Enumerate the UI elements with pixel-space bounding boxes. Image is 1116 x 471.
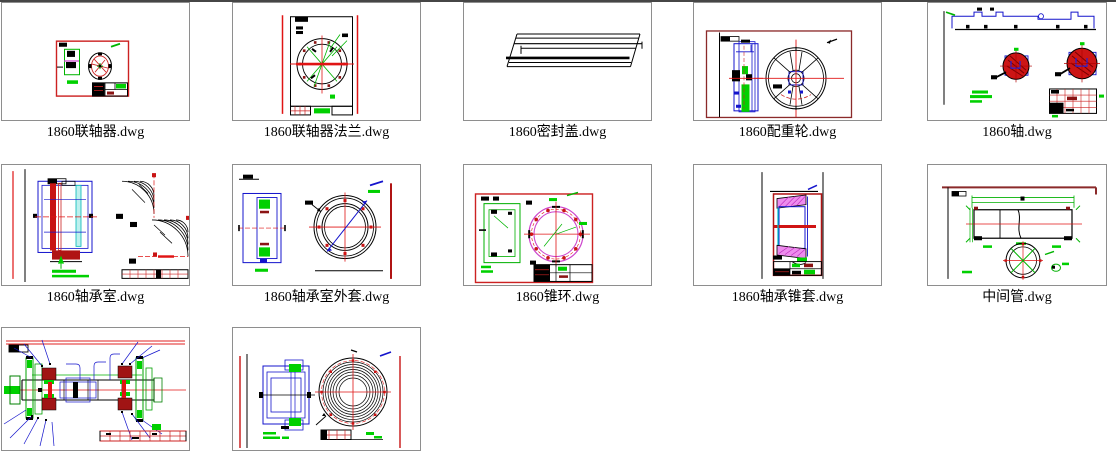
file-cell-taper-ring: 1860锥环.dwg [463,164,652,306]
cad-drawing-coupling [55,40,130,97]
file-name-label[interactable]: 中间管.dwg [982,290,1052,305]
file-cell-bearing-taper-sleeve: 1860轴承锥套.dwg [693,164,882,306]
window-top-edge [0,0,1116,2]
file-thumbnail-intermediate-pipe[interactable] [927,164,1107,286]
file-cell-counterweight-wheel: 1860配重轮.dwg [693,2,882,141]
file-thumbnail-assembly[interactable] [1,327,190,451]
file-thumbnail-counterweight-wheel[interactable] [693,2,882,121]
cad-drawing-bearing-housing [12,169,189,282]
file-name-label[interactable]: 1860轴承室外套.dwg [263,290,390,305]
cad-drawing-coupling-flange [281,15,359,116]
file-name-label[interactable]: 1860配重轮.dwg [738,125,837,140]
file-cell-bearing-housing-outer-sleeve: 1860轴承室外套.dwg [232,164,421,306]
file-thumbnail-seal-cover[interactable] [463,2,652,121]
file-cell-intermediate-pipe: 中间管.dwg [927,164,1107,306]
cad-drawing-assembly [3,339,187,447]
cad-drawing-shaft [943,7,1104,118]
file-name-label[interactable]: 1860轴承锥套.dwg [731,290,844,305]
cad-drawing-counterweight-wheel [705,30,853,119]
file-cell-seal-cover: 1860密封盖.dwg [463,2,652,141]
file-thumbnail-bearing-taper-sleeve[interactable] [693,164,882,286]
file-thumbnail-shaft[interactable] [927,2,1107,121]
file-cell-coupling-flange: 1860联轴器法兰.dwg [232,2,421,141]
file-cell-bearing-housing: 1860轴承室.dwg [1,164,190,306]
file-thumbnail-coupling-flange[interactable] [232,2,421,121]
cad-drawing-taper-ring [474,191,594,284]
file-name-label[interactable]: 1860联轴器.dwg [46,125,145,140]
file-cell-assembly [1,327,190,471]
file-name-label[interactable]: 1860轴承室.dwg [46,290,145,305]
cad-drawing-bearing-housing-outer-sleeve [238,174,392,279]
cad-drawing-labyrinth-ring [239,349,401,448]
cad-drawing-bearing-taper-sleeve [761,172,824,279]
file-name-label[interactable] [1,455,190,471]
file-thumbnail-bearing-housing-outer-sleeve[interactable] [232,164,421,286]
file-thumbnail-coupling[interactable] [1,2,190,121]
file-cell-coupling: 1860联轴器.dwg [1,2,190,141]
file-cell-shaft: 1860轴.dwg [927,2,1107,141]
file-name-label[interactable] [232,455,421,471]
file-thumbnail-bearing-housing[interactable] [1,164,190,286]
file-name-label[interactable]: 1860锥环.dwg [515,290,600,305]
file-thumbnail-labyrinth-ring[interactable] [232,327,421,451]
cad-drawing-seal-cover [506,33,643,68]
file-name-label[interactable]: 1860轴.dwg [982,125,1052,140]
file-thumbnail-taper-ring[interactable] [463,164,652,286]
file-name-label[interactable]: 1860联轴器法兰.dwg [263,125,390,140]
cad-drawing-intermediate-pipe [942,186,1097,280]
file-name-label[interactable]: 1860密封盖.dwg [508,125,607,140]
file-cell-labyrinth-ring [232,327,421,471]
